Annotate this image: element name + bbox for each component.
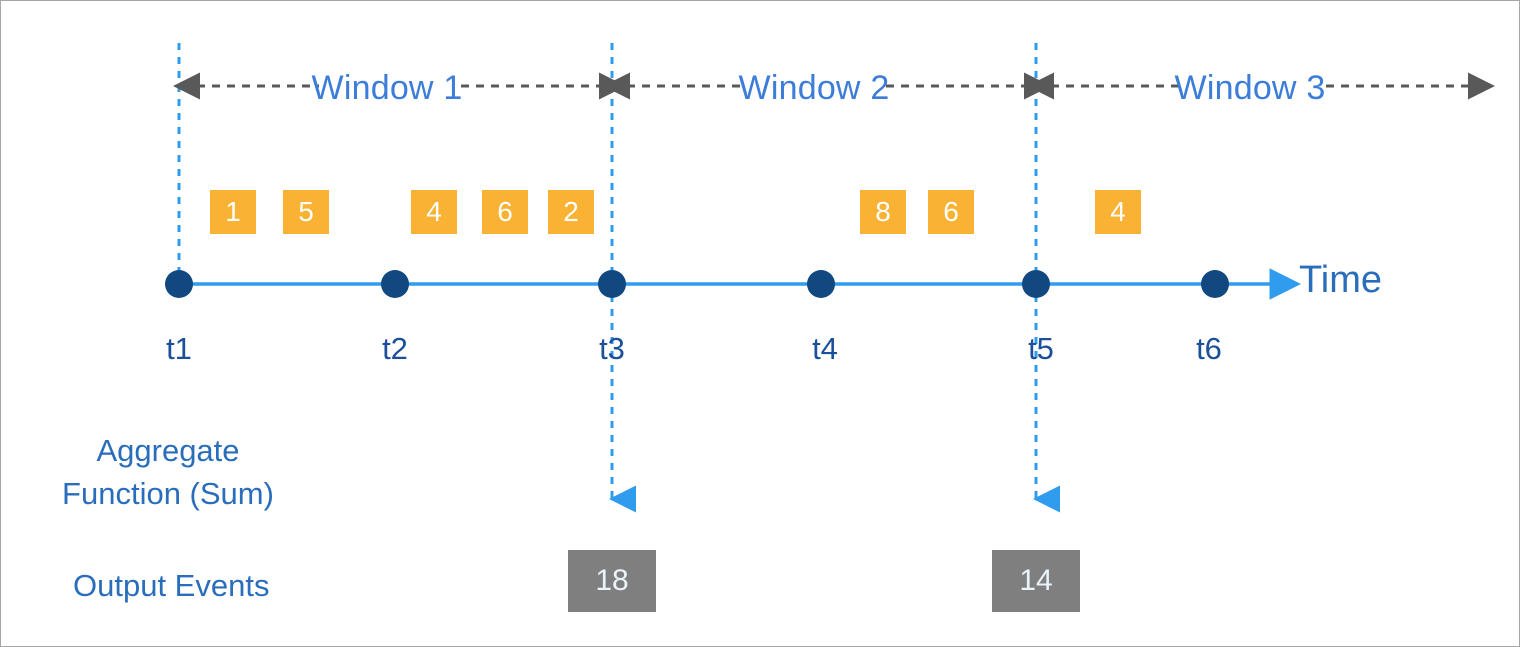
window-label-2: Window 2 bbox=[738, 69, 890, 107]
tick-label-t2: t2 bbox=[382, 331, 408, 366]
window-label-1: Window 1 bbox=[311, 69, 463, 107]
event-box: 4 bbox=[1095, 190, 1141, 234]
timeline-axis-title: Time bbox=[1299, 259, 1383, 301]
timeline-dot-t3 bbox=[598, 270, 626, 298]
event-box: 6 bbox=[928, 190, 974, 234]
tick-label-t5: t5 bbox=[1028, 331, 1054, 366]
event-box: 2 bbox=[548, 190, 594, 234]
tick-label-t4: t4 bbox=[812, 331, 838, 366]
event-box: 1 bbox=[210, 190, 256, 234]
tick-label-t1: t1 bbox=[166, 331, 192, 366]
window-label-3: Window 3 bbox=[1174, 69, 1326, 107]
timeline-dot-t1 bbox=[165, 270, 193, 298]
aggregate-function-label: Aggregate Function (Sum) bbox=[62, 433, 274, 512]
timeline-axis bbox=[165, 268, 1301, 300]
timeline-dot-t4 bbox=[807, 270, 835, 298]
output-events-label: Output Events bbox=[73, 568, 270, 603]
output-box: 18 bbox=[568, 550, 656, 612]
timeline-dot-t5 bbox=[1022, 270, 1050, 298]
tick-label-t6: t6 bbox=[1196, 331, 1222, 366]
event-box: 8 bbox=[860, 190, 906, 234]
tick-label-t3: t3 bbox=[599, 331, 625, 366]
output-box: 14 bbox=[992, 550, 1080, 612]
event-box: 6 bbox=[482, 190, 528, 234]
timeline-dot-t6 bbox=[1201, 270, 1229, 298]
timeline-dot-t2 bbox=[381, 270, 409, 298]
event-box: 5 bbox=[283, 190, 329, 234]
event-box: 4 bbox=[411, 190, 457, 234]
